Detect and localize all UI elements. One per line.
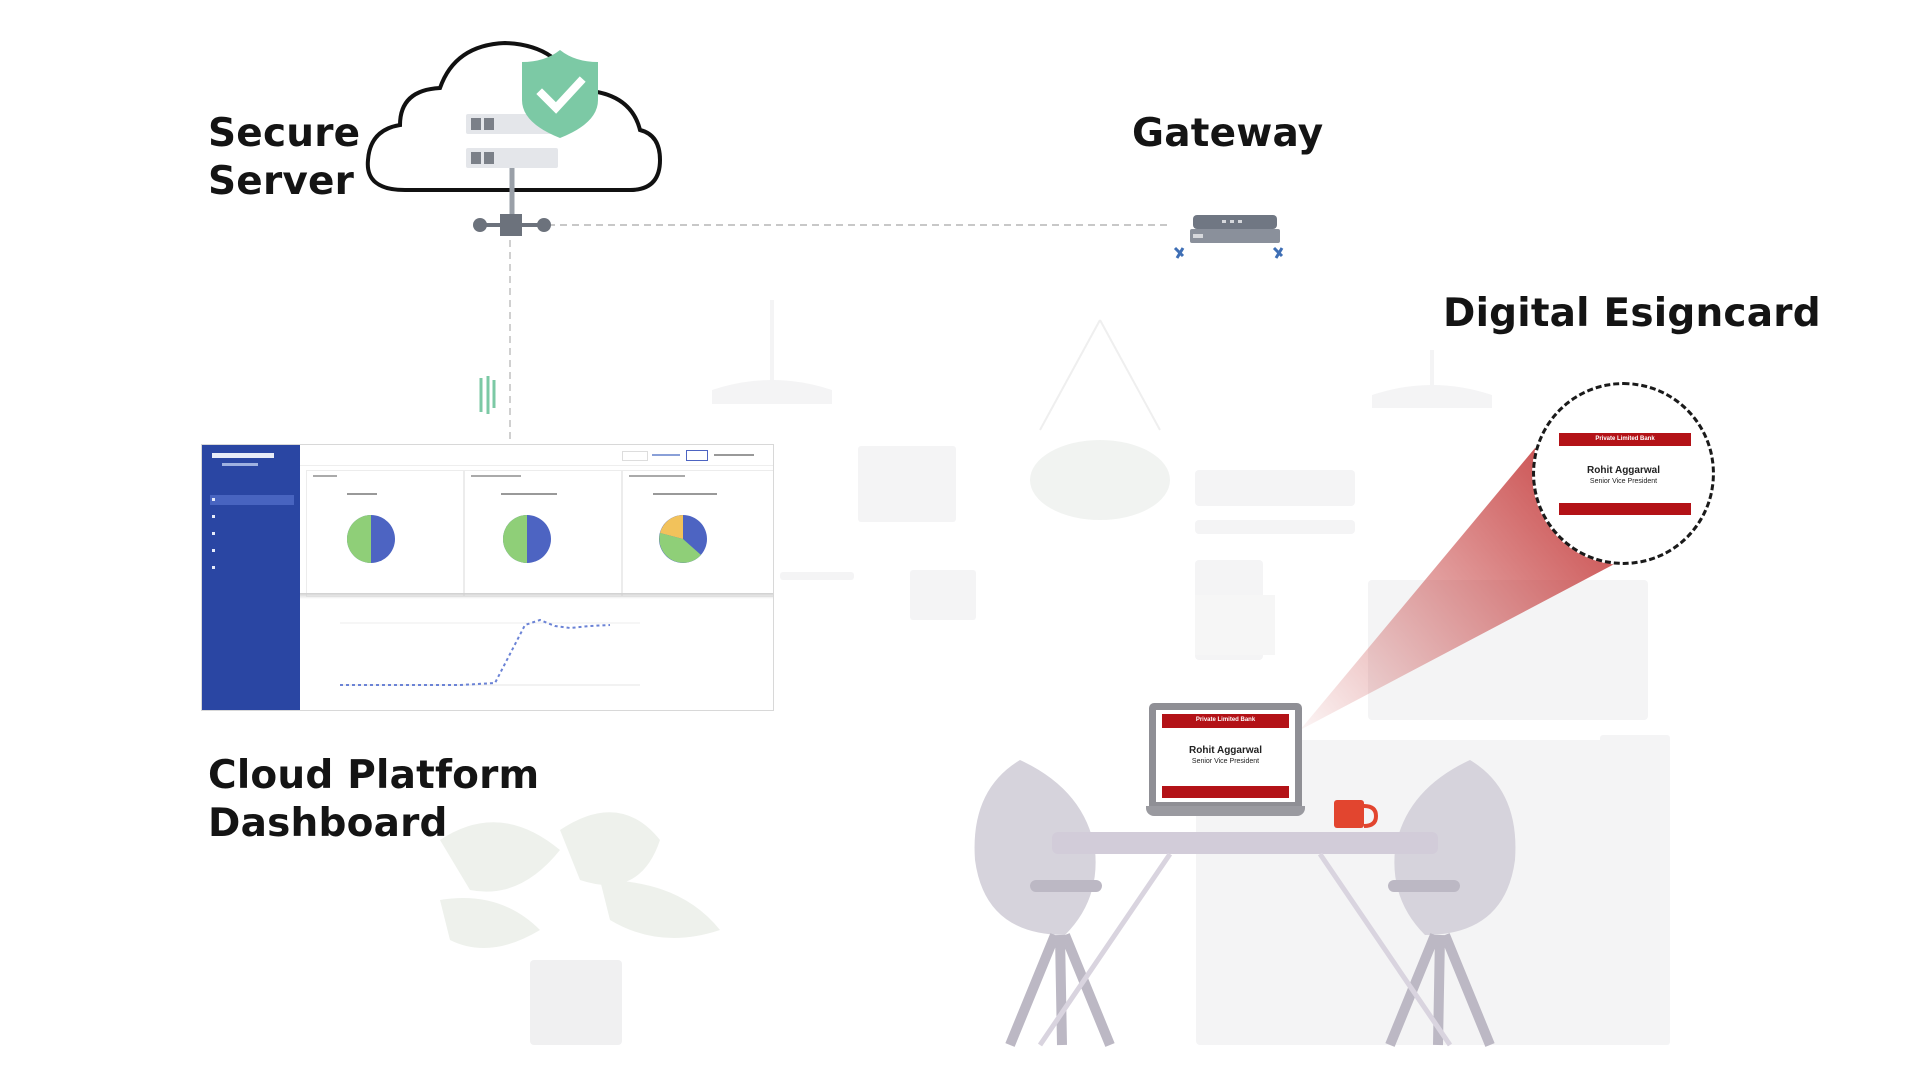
table-legs — [1037, 852, 1453, 1047]
card-holder-title: Senior Vice President — [1191, 758, 1260, 765]
dashboard-pie-panel — [622, 470, 773, 597]
hanging-plant — [1030, 440, 1170, 520]
plant-leaf-4 — [440, 898, 540, 948]
lamp-cord-right — [1430, 350, 1434, 390]
label-secure-server: Secure Server — [208, 111, 361, 205]
card-holder-name: Rohit Aggarwal — [1189, 745, 1262, 756]
transfer-arrows-icon — [479, 376, 496, 414]
chair-right-seat — [1388, 880, 1460, 892]
dashboard-topbar — [300, 445, 773, 466]
lamp-left — [712, 380, 832, 404]
shield-check-icon — [522, 50, 598, 138]
dashboard-logo — [212, 453, 274, 458]
dashboard-nav-item — [210, 546, 294, 556]
dashboard-nav-item — [210, 563, 294, 573]
tall-box — [1600, 735, 1670, 1045]
plant-pot — [530, 960, 622, 1045]
dashboard-line-chart — [300, 595, 773, 710]
router-icon — [1173, 215, 1284, 259]
dashboard-pie-panel — [306, 470, 464, 597]
chair-left-seat — [1030, 880, 1102, 892]
cloud-server-icon — [365, 40, 663, 236]
furniture — [974, 448, 1622, 1047]
chair-left-legs — [1005, 933, 1115, 1047]
shelf-top — [1195, 470, 1355, 506]
frame-2 — [910, 570, 976, 620]
laptop-screen: Private Limited Bank Rohit Aggarwal Seni… — [1156, 710, 1295, 802]
card-holder-name: Rohit Aggarwal — [1587, 465, 1660, 476]
card-holder-title: Senior Vice President — [1589, 478, 1658, 485]
dashboard-screenshot — [201, 444, 774, 711]
laptop: Private Limited Bank Rohit Aggarwal Seni… — [1146, 703, 1305, 831]
dashboard-nav-item — [210, 495, 294, 505]
label-digital-esigncard: Digital Esigncard — [1443, 291, 1821, 336]
shelf-mid — [1195, 520, 1355, 534]
mug-icon — [1334, 800, 1379, 828]
label-gateway: Gateway — [1132, 111, 1324, 156]
lamp-right — [1372, 385, 1492, 408]
dashboard-pie-panel — [464, 470, 622, 597]
label-cloud-platform-dashboard: Cloud Platform Dashboard — [208, 753, 540, 847]
card-organization: Private Limited Bank — [1195, 717, 1256, 723]
plant-leaf-3 — [600, 880, 720, 938]
frame-1 — [858, 446, 956, 522]
dashboard-nav-item — [210, 512, 294, 522]
card-organization: Private Limited Bank — [1595, 436, 1655, 442]
plant-leaf-2 — [560, 812, 660, 885]
dashboard-sidebar — [202, 445, 300, 710]
wall-shelf — [780, 572, 854, 580]
plant-leaf-1 — [440, 822, 560, 892]
lamp-cord-left — [770, 300, 774, 380]
dashboard-nav-item — [210, 529, 294, 539]
table-top — [1052, 832, 1438, 854]
esigncard-magnifier: Private Limited Bank Rohit Aggarwal Seni… — [1532, 382, 1715, 565]
projection-beam — [1300, 448, 1622, 730]
